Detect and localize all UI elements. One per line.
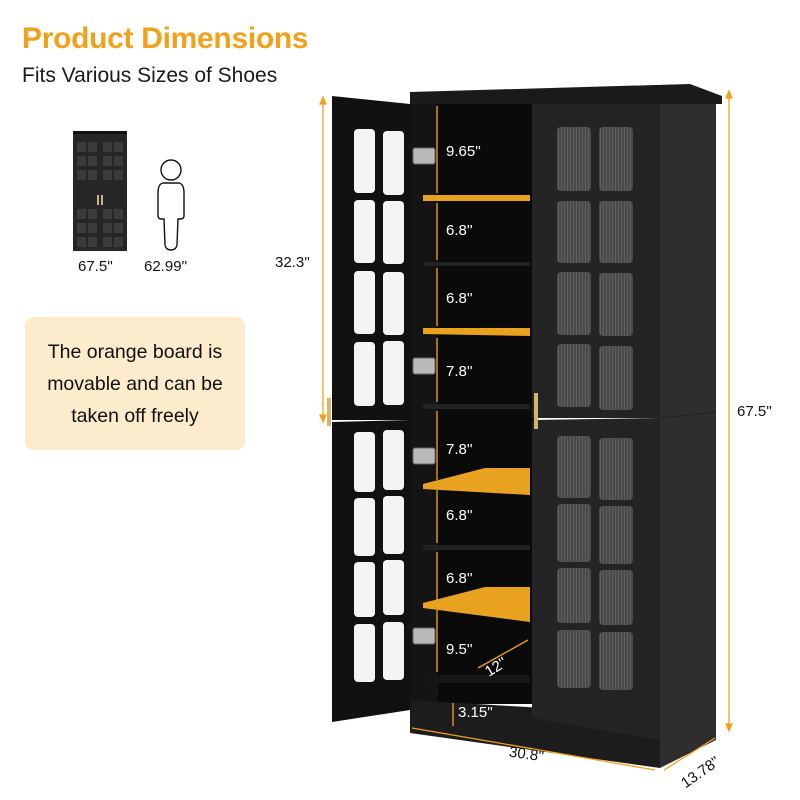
base-height-label: 3.15'' <box>458 704 493 721</box>
shelf-gap-6: 6.8'' <box>446 507 473 524</box>
door-height-label: 32.3'' <box>275 254 310 271</box>
shelf-gap-3: 6.8'' <box>446 290 473 307</box>
shelf-gap-7: 6.8'' <box>446 570 473 587</box>
right-upper-door <box>532 104 660 418</box>
total-height-label: 67.5'' <box>737 403 772 420</box>
cabinet-height-label: 67.5'' <box>78 258 113 275</box>
shelves <box>423 195 530 683</box>
person-height-label: 62.99'' <box>144 258 188 275</box>
hinges <box>412 147 436 645</box>
movable-board-note: The orange board is movable and can be t… <box>25 317 245 450</box>
shelf-gap-5: 7.8'' <box>446 441 473 458</box>
shelf-gap-1: 9.65'' <box>446 143 481 160</box>
door-handle <box>534 393 538 429</box>
right-lower-door <box>532 418 660 740</box>
shelf-gap-2: 6.8'' <box>446 222 473 239</box>
page-title: Product Dimensions <box>22 22 309 55</box>
page-subtitle: Fits Various Sizes of Shoes <box>22 64 278 87</box>
shelf-gap-8: 9.5'' <box>446 641 473 658</box>
shelf-gap-4: 7.8'' <box>446 363 473 380</box>
cabinet-thumbnail <box>73 131 127 251</box>
